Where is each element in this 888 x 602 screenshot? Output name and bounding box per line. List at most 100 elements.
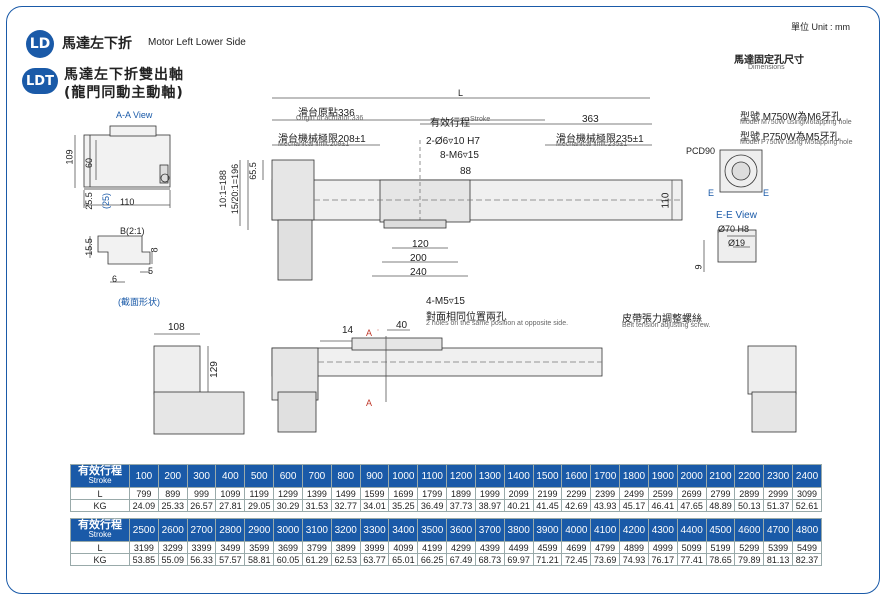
stroke-en: Stroke bbox=[470, 116, 491, 123]
stroke-value-cell: 3300 bbox=[359, 518, 390, 542]
belt-en: Belt tension adjusting screw. bbox=[622, 322, 711, 329]
KG-value-cell: 50.13 bbox=[734, 499, 765, 512]
stroke-value-cell: 1900 bbox=[647, 464, 678, 488]
L-value-cell: 3599 bbox=[244, 541, 275, 554]
stroke-value-cell: 1800 bbox=[619, 464, 649, 488]
stroke-value-cell: 4100 bbox=[590, 518, 621, 542]
KG-value-cell: 69.97 bbox=[503, 553, 534, 566]
ldt-subtitle: (龍門同動主動軸) bbox=[64, 85, 184, 101]
stroke-value-cell: 3600 bbox=[446, 518, 476, 542]
stroke-value-cell: 1000 bbox=[388, 464, 419, 488]
unit-label: 單位 Unit : mm bbox=[791, 22, 851, 32]
stroke-value-cell: 1300 bbox=[474, 464, 505, 488]
dim-L: L bbox=[458, 88, 464, 98]
KG-value-cell: 41.45 bbox=[532, 499, 563, 512]
KG-value-cell: 46.41 bbox=[647, 499, 678, 512]
KG-value-cell: 74.93 bbox=[619, 553, 649, 566]
stroke-value-cell: 100 bbox=[129, 464, 159, 488]
stroke-value-cell: 2700 bbox=[186, 518, 217, 542]
stroke-value-cell: 4700 bbox=[763, 518, 794, 542]
dim-70-h8: Ø70 H8 bbox=[718, 224, 750, 234]
L-value-cell: 1399 bbox=[301, 487, 332, 500]
L-value-cell: 1499 bbox=[330, 487, 361, 500]
KG-value-cell: 25.33 bbox=[157, 499, 188, 512]
row-label-KG: KG bbox=[70, 553, 130, 566]
stroke-value-cell: 4500 bbox=[705, 518, 736, 542]
L-value-cell: 4299 bbox=[446, 541, 476, 554]
L-value-cell: 4099 bbox=[388, 541, 419, 554]
stroke-value-cell: 2000 bbox=[676, 464, 707, 488]
L-value-cell: 2199 bbox=[532, 487, 563, 500]
hole-spec-1: 2-Ø6▿10 H7 bbox=[426, 136, 480, 147]
dim-8: 8 bbox=[149, 247, 160, 253]
KG-value-cell: 30.29 bbox=[273, 499, 303, 512]
ratio-15-20-1: 15/20:1=196 bbox=[230, 163, 241, 215]
ee-view-label: E-E View bbox=[716, 210, 757, 221]
dim-14: 14 bbox=[342, 325, 354, 336]
dim-129: 129 bbox=[208, 361, 220, 378]
L-value-cell: 3299 bbox=[157, 541, 188, 554]
stroke-zh: 有效行程 bbox=[430, 118, 470, 129]
L-value-cell: 3199 bbox=[129, 541, 159, 554]
L-value-cell: 5499 bbox=[792, 541, 822, 554]
page-frame bbox=[6, 6, 880, 594]
L-value-cell: 3099 bbox=[792, 487, 822, 500]
KG-value-cell: 77.41 bbox=[676, 553, 707, 566]
L-value-cell: 899 bbox=[157, 487, 188, 500]
L-value-cell: 2899 bbox=[734, 487, 765, 500]
stroke-value-cell: 4300 bbox=[647, 518, 678, 542]
L-value-cell: 5199 bbox=[705, 541, 736, 554]
row-label-KG: KG bbox=[70, 499, 130, 512]
L-value-cell: 999 bbox=[186, 487, 217, 500]
L-value-cell: 4799 bbox=[590, 541, 621, 554]
L-value-cell: 3799 bbox=[301, 541, 332, 554]
section-a-bottom: A bbox=[366, 398, 373, 408]
L-value-cell: 1299 bbox=[273, 487, 303, 500]
model-2-zh: 型號 P750W為M5牙孔 bbox=[740, 132, 840, 143]
KG-value-cell: 29.05 bbox=[244, 499, 275, 512]
mech-right-en: Mechanical limit:235±1 bbox=[556, 141, 628, 148]
L-value-cell: 3499 bbox=[215, 541, 246, 554]
dim-25-5: 25.5 bbox=[83, 192, 94, 210]
row-label-L: L bbox=[70, 487, 130, 500]
KG-value-cell: 31.53 bbox=[301, 499, 332, 512]
L-value-cell: 3899 bbox=[330, 541, 361, 554]
stroke-header-zh: 有效行程 bbox=[78, 465, 122, 477]
stroke-value-cell: 4600 bbox=[734, 518, 765, 542]
KG-value-cell: 65.01 bbox=[388, 553, 419, 566]
KG-value-cell: 67.49 bbox=[446, 553, 476, 566]
KG-value-cell: 82.37 bbox=[792, 553, 822, 566]
aa-view-body bbox=[83, 134, 171, 188]
left-motor-housing bbox=[153, 345, 201, 395]
ratio-10-1: 10:1=188 bbox=[217, 170, 228, 208]
KG-value-cell: 42.69 bbox=[561, 499, 592, 512]
stroke-value-cell: 900 bbox=[359, 464, 390, 488]
stroke-value-cell: 3500 bbox=[417, 518, 448, 542]
KG-value-cell: 55.09 bbox=[157, 553, 188, 566]
stroke-header-en: Stroke bbox=[88, 530, 112, 539]
spacer-cell bbox=[71, 512, 822, 519]
L-value-cell: 5099 bbox=[676, 541, 707, 554]
stroke-value-cell: 3100 bbox=[301, 518, 332, 542]
m5-spec: 4-M5▿15 bbox=[426, 296, 465, 307]
KG-value-cell: 47.65 bbox=[676, 499, 707, 512]
right-end-housing bbox=[747, 345, 797, 395]
L-value-cell: 2499 bbox=[619, 487, 649, 500]
stroke-value-cell: 3900 bbox=[532, 518, 563, 542]
L-value-cell: 4399 bbox=[474, 541, 505, 554]
stroke-value-cell: 4800 bbox=[792, 518, 822, 542]
model-1-zh: 型號 M750W為M6牙孔 bbox=[740, 112, 842, 123]
top-view-end-cap bbox=[271, 159, 315, 221]
KG-value-cell: 73.69 bbox=[590, 553, 621, 566]
dim-60: 60 bbox=[84, 157, 95, 169]
L-value-cell: 2699 bbox=[676, 487, 707, 500]
table-spacer bbox=[71, 512, 822, 519]
stroke-value-cell: 2200 bbox=[734, 464, 765, 488]
model-2-en: Model P750W using M5tapping hole bbox=[740, 139, 853, 146]
stroke-value-cell: 3800 bbox=[503, 518, 534, 542]
L-value-cell: 1699 bbox=[388, 487, 419, 500]
dim-5: 5 bbox=[148, 266, 154, 276]
